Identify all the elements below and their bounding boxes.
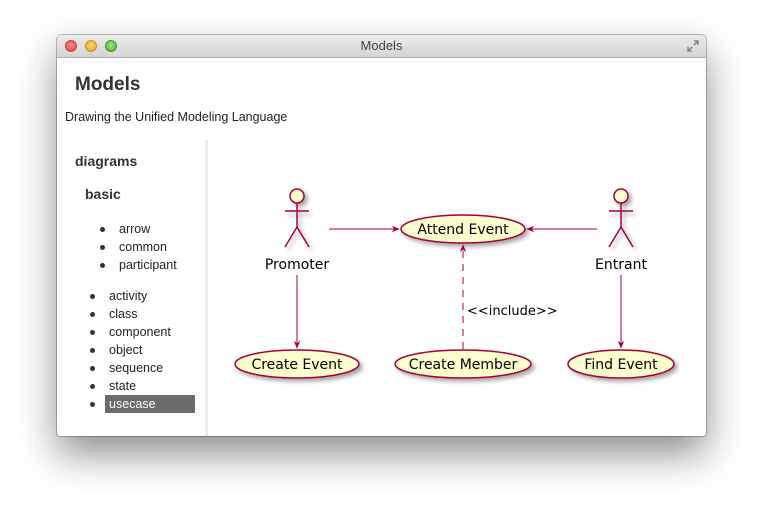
actor-label-promoter: Promoter	[265, 257, 330, 273]
sidebar-item-label[interactable]: state	[109, 379, 137, 393]
page-title: Models	[75, 74, 141, 95]
sidebar-item-label[interactable]: class	[109, 307, 138, 321]
sidebar-item-label[interactable]: usecase	[105, 395, 195, 413]
usecase-create-event	[234, 349, 360, 379]
sidebar-item-common[interactable]: common	[100, 238, 177, 256]
sidebar-item-label[interactable]: participant	[119, 258, 177, 272]
bullet-icon	[100, 263, 105, 268]
app-window: Models Models Drawing the Unified Modeli…	[57, 35, 706, 436]
bullet-icon	[100, 227, 105, 232]
sidebar-basic-list: arrow common participant	[100, 220, 177, 274]
sidebar-heading-diagrams: diagrams	[75, 153, 138, 169]
minimize-window-button[interactable]	[85, 40, 97, 52]
sidebar: diagrams basic arrow common participant …	[57, 140, 208, 436]
sidebar-item-activity[interactable]: activity	[90, 287, 195, 305]
sidebar-item-participant[interactable]: participant	[100, 256, 177, 274]
sidebar-item-label[interactable]: object	[109, 343, 143, 357]
bullet-icon	[90, 294, 95, 299]
page-subtitle: Drawing the Unified Modeling Language	[65, 110, 288, 124]
bullet-icon	[100, 245, 105, 250]
sidebar-item-class[interactable]: class	[90, 305, 195, 323]
bullet-icon	[90, 384, 95, 389]
zoom-window-button[interactable]	[105, 40, 117, 52]
sidebar-item-sequence[interactable]: sequence	[90, 359, 195, 377]
actor-label-entrant: Entrant	[595, 257, 647, 273]
sidebar-item-object[interactable]: object	[90, 341, 195, 359]
usecase-attend-event	[400, 214, 526, 244]
actor-promoter	[284, 188, 310, 248]
usecase-create-member	[394, 349, 532, 379]
sidebar-diagram-list: activity class component object sequence…	[90, 287, 195, 413]
sidebar-item-label[interactable]: sequence	[109, 361, 164, 375]
bullet-icon	[90, 330, 95, 335]
sidebar-item-usecase[interactable]: usecase	[90, 395, 195, 413]
usecase-label-find-event: Find Event	[584, 357, 658, 373]
usecase-label-create-event: Create Event	[251, 357, 343, 373]
usecase-find-event	[567, 349, 675, 379]
bullet-icon	[90, 402, 95, 407]
title-bar: Models	[57, 35, 706, 58]
include-label: <<include>>	[467, 304, 558, 319]
fullscreen-icon[interactable]	[686, 39, 700, 53]
sidebar-item-arrow[interactable]: arrow	[100, 220, 177, 238]
window-title: Models	[360, 38, 403, 53]
sidebar-item-label[interactable]: activity	[109, 289, 148, 303]
sidebar-item-label[interactable]: common	[119, 240, 167, 254]
sidebar-item-label[interactable]: arrow	[119, 222, 151, 236]
sidebar-item-state[interactable]: state	[90, 377, 195, 395]
sidebar-heading-basic: basic	[85, 186, 121, 202]
usecase-label-create-member: Create Member	[409, 357, 518, 373]
bullet-icon	[90, 366, 95, 371]
usecase-diagram: Promoter Entrant Attend Event Create Eve…	[234, 188, 675, 379]
bullet-icon	[90, 348, 95, 353]
actor-entrant	[608, 188, 634, 248]
close-window-button[interactable]	[65, 40, 77, 52]
sidebar-item-label[interactable]: component	[109, 325, 171, 339]
bullet-icon	[90, 312, 95, 317]
usecase-label-attend-event: Attend Event	[417, 222, 509, 238]
sidebar-item-component[interactable]: component	[90, 323, 195, 341]
